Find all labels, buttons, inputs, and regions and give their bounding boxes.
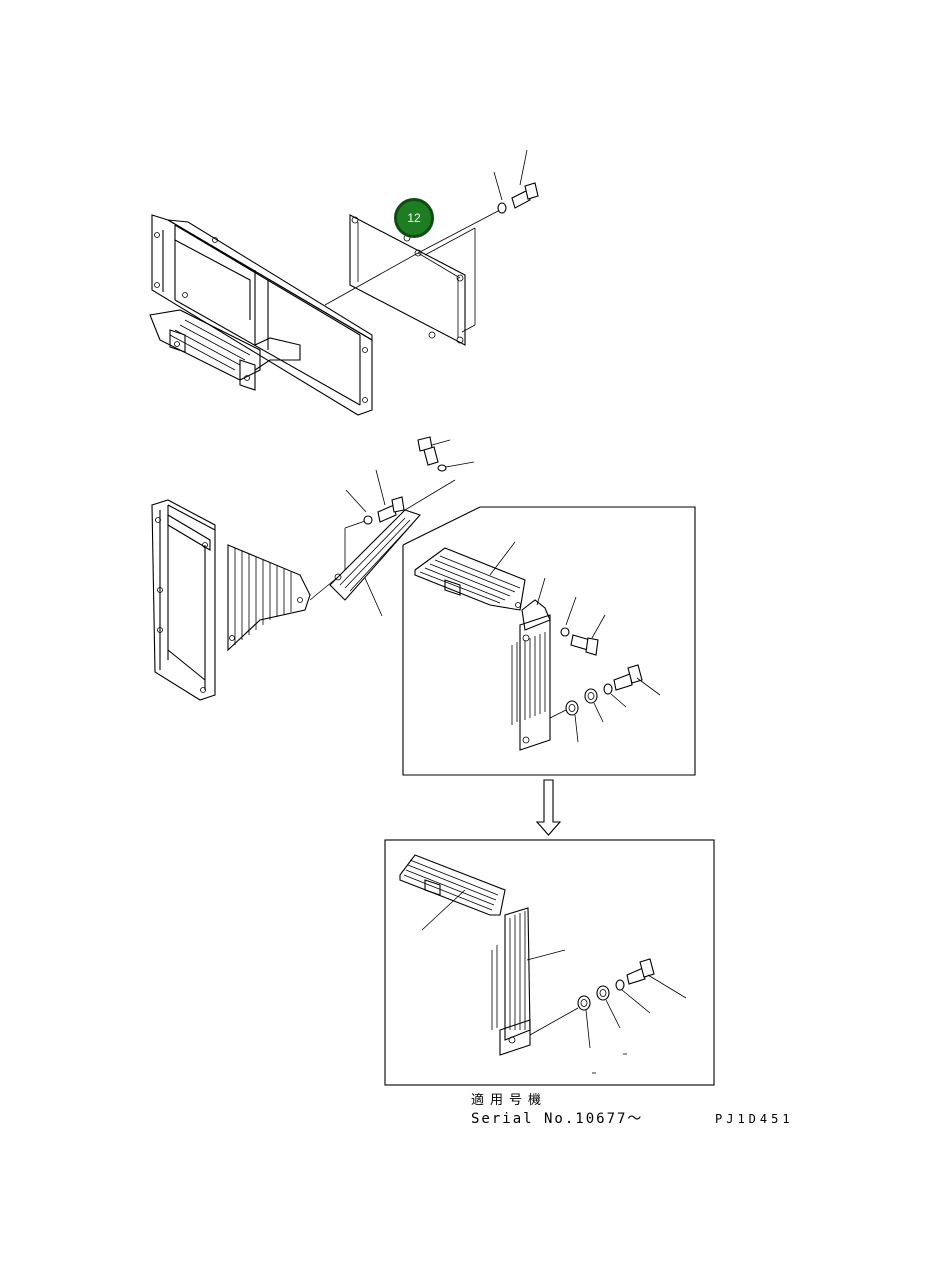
top-fasteners (493, 149, 539, 214)
detail-box-1 (402, 506, 696, 776)
down-arrow-icon (535, 779, 562, 836)
frame-assembly (149, 214, 373, 416)
serial-number: Serial No.10677～ (471, 1111, 644, 1127)
drawing-code: PJ1D451 (715, 1112, 794, 1126)
step-plate (309, 479, 456, 617)
middle-fasteners (345, 436, 475, 525)
cover-plate (324, 209, 501, 346)
detail-box-2 (384, 839, 715, 1086)
serial-label-ja: 適用号機 (471, 1093, 548, 1108)
callout-number: 12 (407, 211, 421, 225)
part-callout-12[interactable]: 12 (394, 198, 434, 238)
side-panel-assembly (151, 499, 311, 701)
